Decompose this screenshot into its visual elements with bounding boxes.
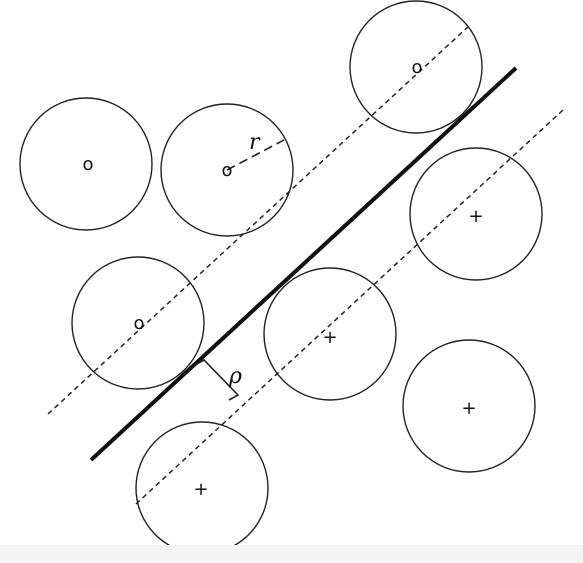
- point-circle-o-4: [71, 256, 205, 390]
- point-circle-o-1: [19, 97, 153, 231]
- lower-margin-line: [135, 109, 564, 505]
- point-circle-plus-3: [402, 339, 536, 473]
- point-circle-o-3: [349, 0, 483, 134]
- svm-margin-diagram: r ρ o o o o + + + +: [19, 0, 564, 545]
- point-circle-plus-4: [135, 421, 269, 545]
- radius-label: r: [249, 130, 261, 155]
- point-plus-2: +: [322, 327, 337, 348]
- point-o-4: o: [133, 313, 144, 334]
- bottom-band: [0, 545, 583, 563]
- point-circle-plus-1: [409, 147, 543, 281]
- margin-width-marker: [194, 359, 240, 401]
- separating-hyperplane: [89, 66, 518, 462]
- point-plus-1: +: [468, 206, 483, 227]
- point-o-2: o: [221, 160, 232, 181]
- point-o-1: o: [82, 154, 93, 175]
- point-circle-plus-2: [263, 267, 397, 401]
- radius-line: [226, 139, 285, 171]
- point-plus-3: +: [461, 398, 476, 419]
- upper-margin-line: [47, 24, 471, 415]
- margin-label: ρ: [228, 364, 242, 389]
- point-circle-o-2: [160, 103, 294, 237]
- point-o-3: o: [411, 57, 422, 78]
- point-plus-4: +: [193, 479, 208, 500]
